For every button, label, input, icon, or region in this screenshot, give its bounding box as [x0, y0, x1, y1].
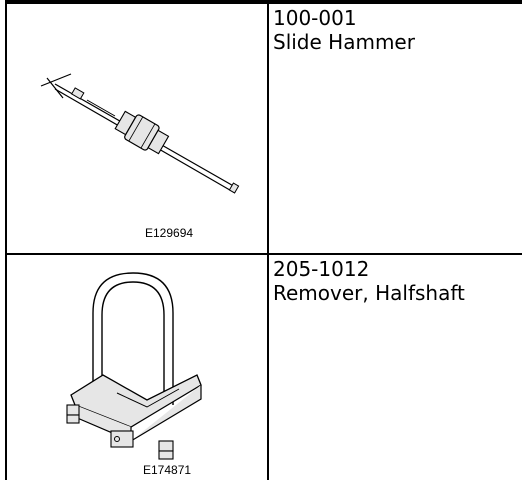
tool-name: Remover, Halfshaft: [273, 281, 465, 305]
table-row: E129694 100-001 Slide Hammer: [5, 0, 522, 255]
tool-part-number: 100-001: [273, 6, 357, 30]
figure-id-label: E129694: [145, 226, 193, 240]
figure-id-label: E174871: [143, 463, 191, 477]
tool-image-cell: E129694: [5, 0, 269, 255]
special-tools-table: E129694 100-001 Slide Hammer: [5, 0, 522, 480]
tool-image-cell: E174871: [5, 253, 269, 480]
tool-name: Slide Hammer: [273, 30, 415, 54]
table-row: E174871 205-1012 Remover, Halfshaft: [5, 253, 522, 480]
tool-image: E174871: [7, 255, 267, 480]
halfshaft-remover-illustration-icon: E174871: [66, 272, 202, 477]
tool-part-number: 205-1012: [273, 257, 370, 281]
tool-text-cell: 100-001 Slide Hammer: [267, 0, 522, 255]
tool-text-cell: 205-1012 Remover, Halfshaft: [267, 253, 522, 480]
slide-hammer-illustration-icon: E129694: [40, 73, 240, 240]
tool-image: E129694: [7, 4, 267, 253]
